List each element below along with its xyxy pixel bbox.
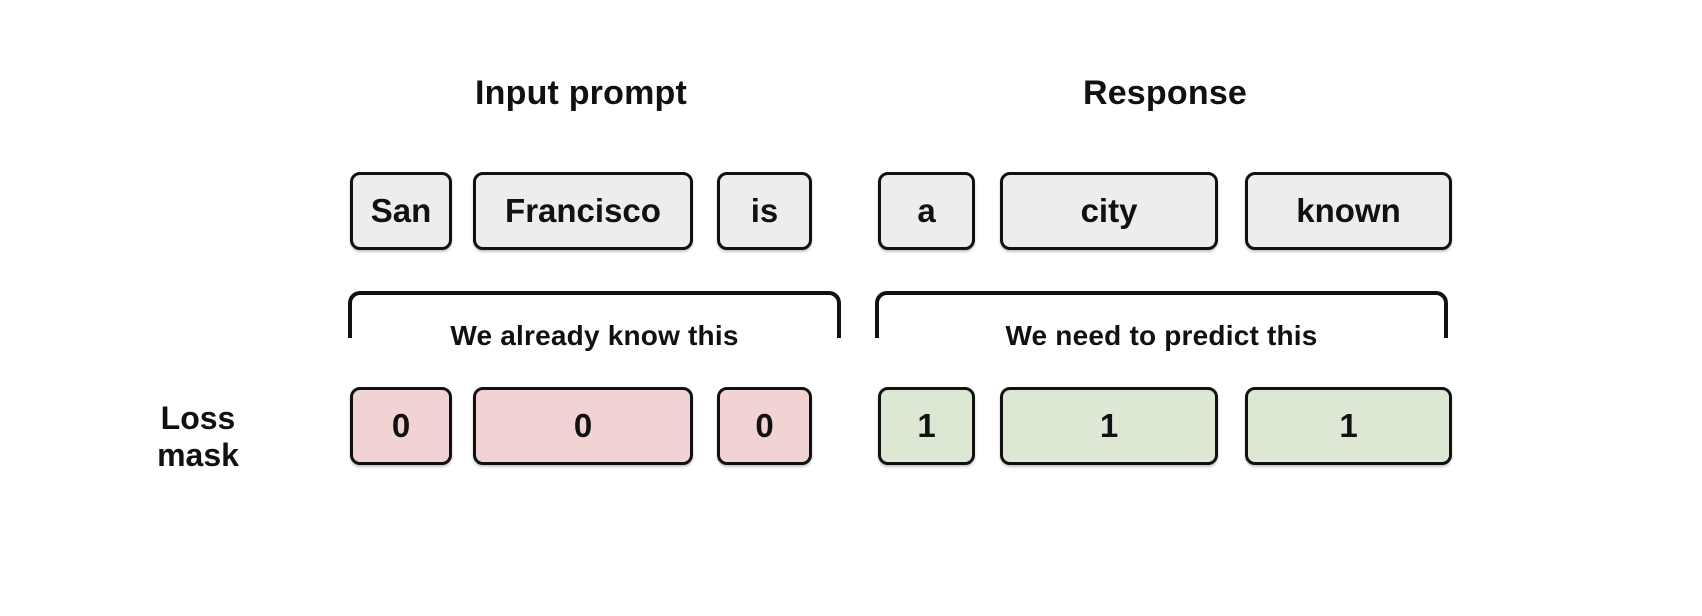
token-is: is [717,172,812,250]
token-francisco: Francisco [473,172,693,250]
mask-value-san: 0 [350,387,452,465]
token-san: San [350,172,452,250]
loss-mask-label-line2: mask [157,437,239,473]
response-bracket: We need to predict this [875,291,1448,351]
input-prompt-bracket-label: We already know this [450,320,739,351]
mask-value-francisco: 0 [473,387,693,465]
input-prompt-title: Input prompt [474,74,687,112]
mask-value-a: 1 [878,387,975,465]
loss-mask-label: Loss mask [116,400,280,474]
mask-value-known: 1 [1245,387,1452,465]
token-known: known [1245,172,1452,250]
mask-value-is: 0 [717,387,812,465]
response-title: Response [1082,74,1248,112]
token-city: city [1000,172,1218,250]
input-prompt-bracket: We already know this [348,291,841,351]
mask-value-city: 1 [1000,387,1218,465]
loss-mask-label-line1: Loss [160,400,236,436]
token-a: a [878,172,975,250]
response-bracket-label: We need to predict this [1005,320,1318,351]
